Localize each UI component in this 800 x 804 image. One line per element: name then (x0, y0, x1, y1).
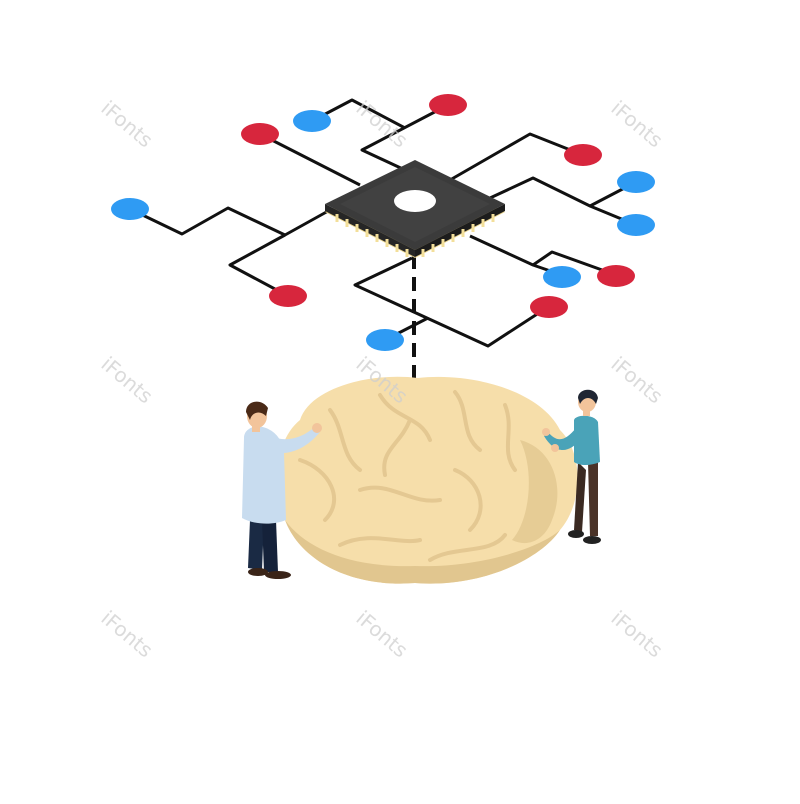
node-blue (617, 171, 655, 193)
node-blue (543, 266, 581, 288)
circuit-nodes (111, 94, 655, 351)
node-blue (617, 214, 655, 236)
node-red (241, 123, 279, 145)
node-blue (366, 329, 404, 351)
woman-figure (542, 389, 601, 544)
node-blue (293, 110, 331, 132)
node-red (269, 285, 307, 307)
brain-icon (276, 376, 578, 584)
scientist-figure (242, 401, 322, 579)
circuit-line (360, 103, 449, 172)
circuit-line (129, 206, 331, 237)
circuit-line (259, 132, 361, 187)
circuit-line (532, 250, 617, 277)
node-red (597, 265, 635, 287)
node-red (564, 144, 602, 166)
circuit-line (489, 176, 637, 208)
circuit-line (228, 233, 289, 298)
node-red (429, 94, 467, 116)
microchip-icon (325, 160, 505, 258)
circuit-line (449, 132, 584, 182)
chip-core (394, 190, 436, 212)
node-red (530, 296, 568, 318)
circuit-line (353, 256, 549, 348)
node-blue (111, 198, 149, 220)
